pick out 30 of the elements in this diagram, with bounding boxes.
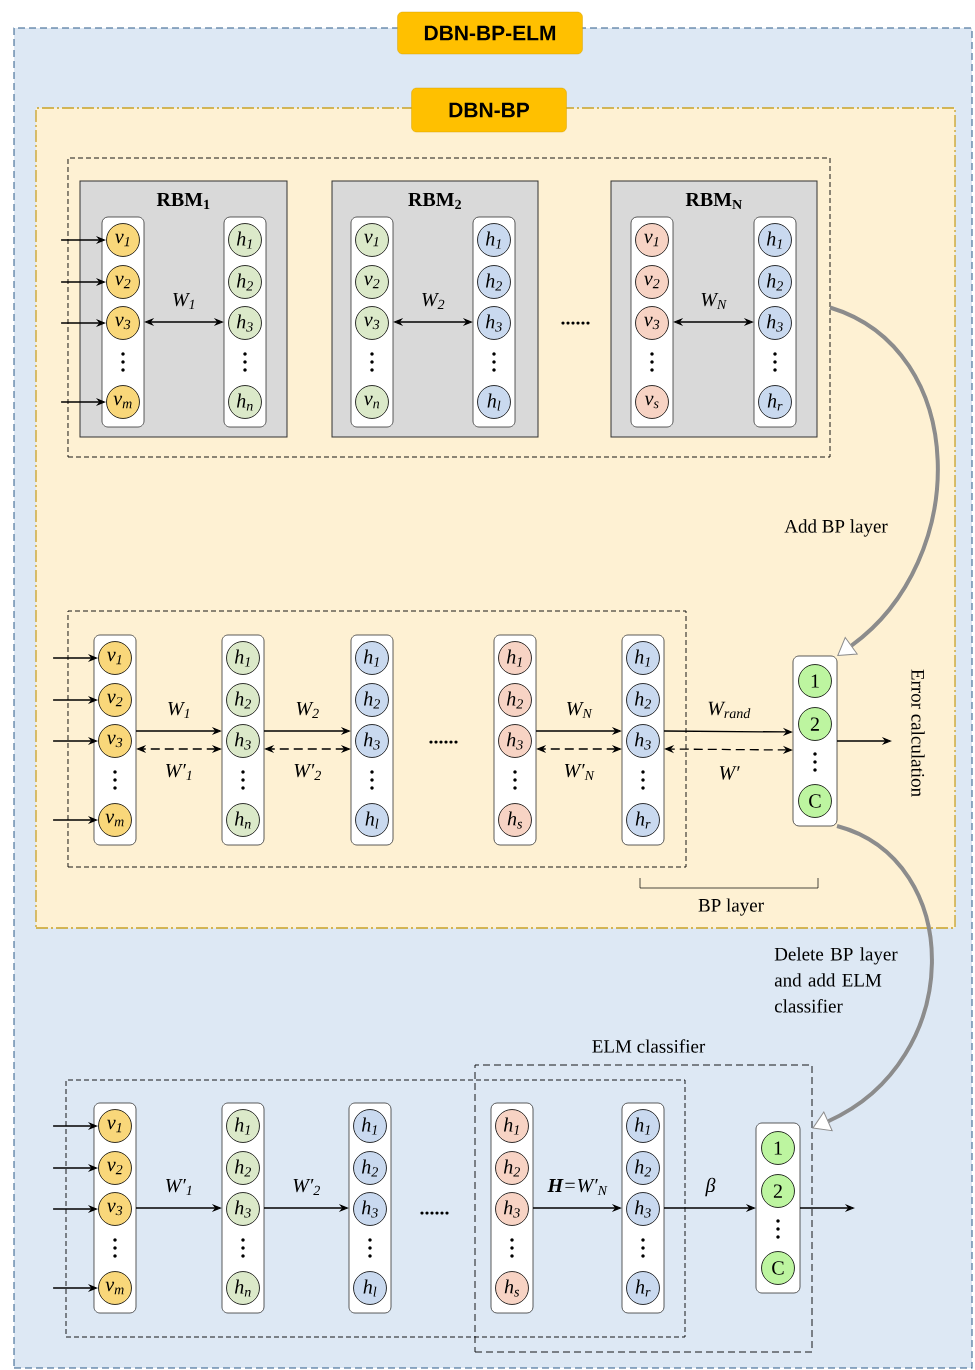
edge-label: W$_{N}$ <box>701 292 727 310</box>
block-title: RBM$_{N}$ <box>685 192 742 210</box>
dashed-frame <box>67 610 687 868</box>
edge-label: Add BP layer <box>784 519 888 537</box>
edge-label: W$_{2}$ <box>296 701 319 719</box>
edge-label: W′$_{1}$ <box>166 763 192 781</box>
edge-label: β <box>705 1177 716 1197</box>
dashed-frame <box>65 1079 686 1338</box>
edge-label: W$_{rand}$ <box>708 701 751 719</box>
text-label: BP layer <box>698 898 764 916</box>
edge-label: W′$_{2}$ <box>293 1178 320 1196</box>
box-heading: ELM classifier <box>592 1039 706 1053</box>
text-label: Error calculation <box>911 669 925 797</box>
arrow <box>812 824 934 1132</box>
edge-label: W$_{1}$ <box>168 701 190 719</box>
title-badge: DBN-BP <box>411 87 567 133</box>
edge-label: W$_{1}$ <box>173 292 195 310</box>
block-title: RBM$_{2}$ <box>408 192 461 210</box>
arrow <box>829 305 940 656</box>
title-badge: DBN-BP-ELM <box>397 11 583 55</box>
edge-label: H=W′$_{N}$ <box>547 1178 608 1196</box>
edge-label: W′ <box>719 766 740 780</box>
edge-label: W′$_{N}$ <box>564 763 595 781</box>
edge-label: Delete BP layer and add ELM classifier <box>774 947 898 1013</box>
edge-label: W$_{N}$ <box>567 701 593 719</box>
edge-label: W′$_{2}$ <box>294 763 321 781</box>
edge-label: W′$_{1}$ <box>166 1178 192 1196</box>
block-title: RBM$_{1}$ <box>156 192 210 210</box>
dashed-frame <box>67 157 831 458</box>
edge-label: W$_{2}$ <box>422 292 445 310</box>
